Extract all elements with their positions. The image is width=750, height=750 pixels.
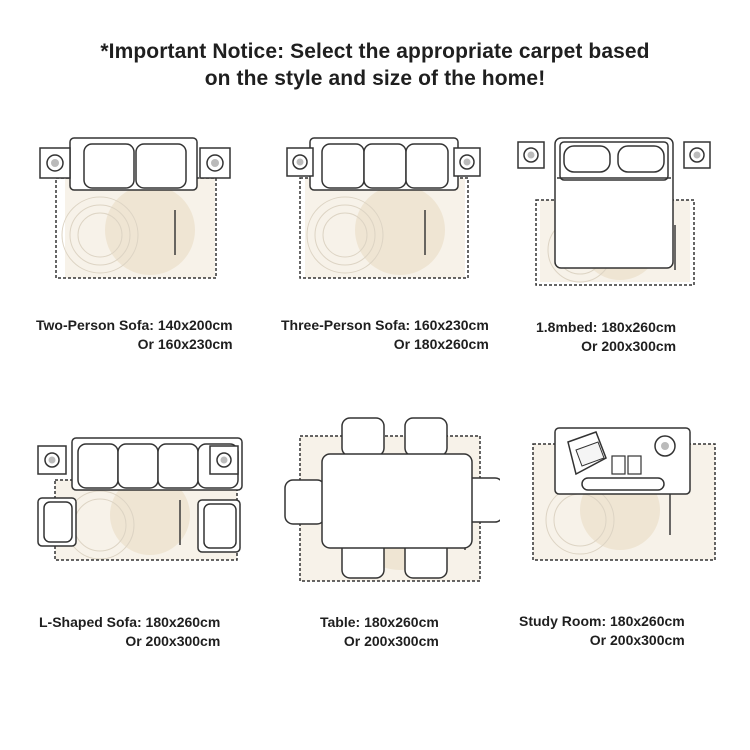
table-diagram (284, 417, 500, 582)
three-person-sofa-diagram (286, 137, 481, 279)
layout-caption: Table: 180x260cm Or 200x300cm (320, 614, 439, 649)
document-icon (611, 455, 626, 475)
study-room-diagram (532, 427, 716, 561)
chair-icon (404, 417, 448, 457)
chair-icon (284, 479, 326, 525)
layout-three-person-sofa: Three-Person Sofa: 160x230cm Or 180x260c… (250, 130, 500, 430)
layout-caption: Three-Person Sofa: 160x230cm Or 180x260c… (281, 317, 489, 352)
layout-two-person-sofa: Two-Person Sofa: 140x200cm Or 160x230cm (0, 130, 250, 430)
two-person-sofa-diagram (39, 137, 231, 279)
bed-diagram (517, 137, 711, 286)
layout-caption: 1.8mbed: 180x260cm Or 200x300cm (536, 319, 677, 354)
keyboard-icon (581, 477, 665, 491)
notice-line-2: on the style and size of the home! (204, 67, 546, 90)
notice-headline: *Important Notice: Select the appropriat… (0, 38, 750, 92)
layout-table: Table: 180x260cm Or 200x300cm (250, 410, 500, 710)
layout-caption: Two-Person Sofa: 140x200cm Or 160x230cm (36, 317, 233, 352)
layout-caption: L-Shaped Sofa: 180x260cm Or 200x300cm (39, 614, 221, 649)
dining-table-icon (321, 453, 473, 549)
layout-study-room: Study Room: 180x260cm Or 200x300cm (500, 420, 750, 720)
chair-icon (341, 417, 385, 457)
layout-caption: Study Room: 180x260cm Or 200x300cm (519, 613, 685, 648)
notice-line-1: *Important Notice: Select the appropriat… (100, 40, 650, 63)
document-icon (627, 455, 642, 475)
layout-bed: 1.8mbed: 180x260cm Or 200x300cm (500, 130, 750, 430)
l-shaped-sofa-diagram (37, 437, 243, 561)
layout-l-shaped-sofa: L-Shaped Sofa: 180x260cm Or 200x300cm (0, 430, 250, 730)
